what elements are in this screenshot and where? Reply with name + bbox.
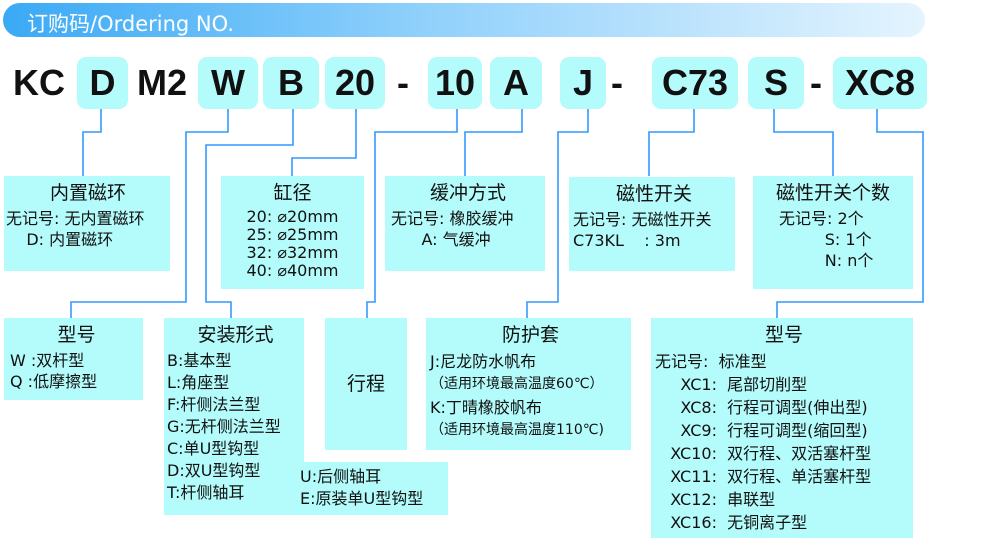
model-row: XC9: 行程可调型(缩回型)	[655, 421, 868, 440]
mount-row: E:原装单U型钩型	[300, 489, 424, 508]
connector-w	[70, 109, 229, 318]
model-title: 型号	[764, 324, 803, 346]
mount-row: F:杆侧法兰型	[167, 395, 261, 414]
bore-row: 25: ⌀25mm	[246, 225, 339, 244]
type-box: 型号 W :双杆型 Q :低摩擦型	[4, 318, 143, 400]
code-xc8: XC8	[833, 57, 927, 109]
magnet-row: 无记号: 无内置磁环	[6, 209, 145, 228]
type-row: Q :低摩擦型	[10, 372, 98, 391]
connector-b	[205, 109, 294, 318]
cushion-row: A: 气缓冲	[391, 230, 491, 249]
code-m2: M2	[136, 62, 187, 103]
code-dash: -	[611, 62, 623, 103]
cushion-title: 缓冲方式	[429, 182, 506, 204]
mount-row: G:无杆侧法兰型	[167, 417, 281, 436]
model-row: XC8: 行程可调型(伸出型)	[655, 398, 868, 417]
switch-count-title: 磁性开关个数	[775, 182, 890, 204]
switch-row: C73KL : 3m	[573, 231, 681, 250]
model-row: XC16: 无铜离子型	[655, 513, 808, 532]
mount-row: D:双U型钩型	[167, 461, 261, 480]
bore-row: 20: ⌀20mm	[246, 207, 339, 226]
code-c73: C73	[652, 57, 738, 109]
code-dash: -	[810, 62, 822, 103]
connector-s	[773, 109, 834, 176]
switch-row: 无记号: 无磁性开关	[573, 210, 712, 229]
switch-count-row: S: 1个	[779, 230, 872, 249]
connector-stroke	[366, 109, 458, 318]
boot-box: 防护套 J:尼龙防水帆布 （适用环境最高温度60℃） K:丁晴橡胶帆布 （适用环…	[426, 318, 631, 450]
boot-row: K:丁晴橡胶帆布	[430, 398, 542, 417]
magnet-box: 内置磁环 无记号: 无内置磁环 D: 内置磁环	[4, 176, 170, 271]
stroke-box: 行程	[325, 318, 407, 450]
code-bore: 20	[325, 57, 385, 109]
bore-row: 40: ⌀40mm	[246, 261, 339, 280]
mount-extra-box: U:后侧轴耳 E:原装单U型钩型	[296, 462, 448, 515]
bore-box: 缸径 20: ⌀20mm 25: ⌀25mm 32: ⌀32mm 40: ⌀40…	[221, 176, 364, 289]
type-title: 型号	[57, 324, 96, 346]
type-row: W :双杆型	[10, 351, 85, 370]
switch-count-row: N: n个	[779, 251, 874, 270]
model-row: 无记号: 标准型	[655, 352, 767, 371]
code-stroke: 10	[428, 57, 482, 109]
model-row: XC1: 尾部切削型	[655, 375, 808, 394]
header-bar: 订购码/Ordering NO.	[3, 3, 925, 37]
connector-c73	[648, 109, 695, 176]
connector-a	[464, 109, 523, 176]
header-title: 订购码/Ordering NO.	[27, 12, 234, 36]
mount-row: C:单U型钩型	[167, 439, 260, 458]
stroke-title: 行程	[346, 372, 385, 395]
model-box: 型号 无记号: 标准型 XC1: 尾部切削型 XC8: 行程可调型(伸出型) X…	[651, 318, 913, 538]
switch-box: 磁性开关 无记号: 无磁性开关 C73KL : 3m	[569, 177, 735, 271]
boot-row: （适用环境最高温度60℃）	[430, 376, 604, 392]
boot-title: 防护套	[501, 324, 559, 346]
magnet-title: 内置磁环	[49, 182, 126, 204]
mount-row: T:杆侧轴耳	[167, 483, 245, 502]
mount-row: U:后侧轴耳	[300, 467, 382, 486]
code-d: D	[77, 57, 128, 109]
code-a: A	[490, 57, 542, 109]
code-kc: KC	[13, 62, 65, 103]
bore-row: 32: ⌀32mm	[246, 243, 339, 262]
mount-box: 安装形式 B:基本型 L:角座型 F:杆侧法兰型 G:无杆侧法兰型 C:单U型钩…	[164, 318, 304, 515]
code-b: B	[263, 57, 319, 109]
magnet-row: D: 内置磁环	[6, 230, 114, 249]
connector-j	[526, 109, 589, 318]
code-dash: -	[397, 62, 409, 103]
connector-d	[82, 109, 102, 176]
mount-title: 安装形式	[197, 324, 274, 346]
mount-row: B:基本型	[167, 351, 232, 370]
cushion-row: 无记号: 橡胶缓冲	[391, 209, 514, 228]
model-row: XC10: 双行程、双活塞杆型	[655, 444, 872, 463]
bore-title: 缸径	[273, 182, 312, 204]
code-w: W	[198, 57, 258, 109]
cushion-box: 缓冲方式 无记号: 橡胶缓冲 A: 气缓冲	[385, 176, 545, 271]
switch-title: 磁性开关	[615, 183, 692, 205]
code-j: J	[560, 57, 606, 109]
connector-bore	[291, 109, 357, 176]
model-row: XC11: 双行程、单活塞杆型	[655, 467, 872, 486]
mount-row: L:角座型	[167, 373, 230, 392]
switch-count-row: 无记号: 2个	[779, 209, 864, 228]
connector-xc8	[776, 109, 924, 318]
switch-count-box: 磁性开关个数 无记号: 2个 S: 1个 N: n个	[753, 176, 913, 289]
code-s: S	[748, 57, 804, 109]
model-row: XC12: 串联型	[655, 490, 776, 509]
boot-row: （适用环境最高温度110℃)	[430, 422, 604, 438]
boot-row: J:尼龙防水帆布	[430, 352, 537, 371]
